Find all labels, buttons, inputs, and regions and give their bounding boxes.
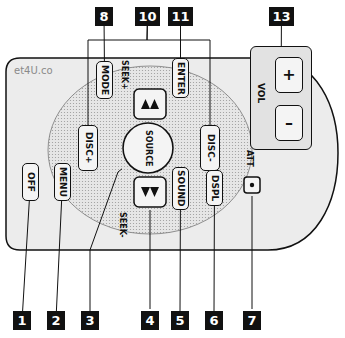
- leader-line: [56, 201, 61, 311]
- remote-body: [6, 58, 338, 250]
- callout-number: 5: [171, 311, 189, 330]
- dspl-button: DSPL: [206, 170, 223, 206]
- button-label: SOUND: [176, 170, 185, 206]
- button-label: MODE: [100, 65, 109, 95]
- button-label: MENU: [58, 167, 67, 197]
- volume-up-button: +: [275, 57, 303, 93]
- att-button: [244, 177, 260, 193]
- button-label: VOL: [256, 83, 265, 103]
- button-label: +: [282, 67, 295, 83]
- menu-button: MENU: [54, 163, 71, 201]
- button-label: DSPL: [210, 175, 219, 201]
- callout-number: 10: [135, 7, 160, 26]
- leader-line: [281, 26, 282, 46]
- callout-number: 2: [51, 314, 60, 327]
- button-label: OFF: [26, 172, 35, 192]
- leader-line: [252, 196, 253, 309]
- button-label: ENTER: [176, 62, 185, 95]
- callout-number: 10: [138, 10, 156, 23]
- callout-number: 13: [272, 10, 290, 23]
- callout-number: 11: [171, 10, 189, 23]
- button-label: DISC-: [206, 134, 215, 162]
- callout-number: 1: [17, 314, 26, 327]
- button-outline: [123, 123, 173, 173]
- callout-number: 3: [85, 314, 94, 327]
- seek-label: SEEK-: [118, 212, 126, 238]
- att-dot: [250, 183, 254, 187]
- callout-number: 8: [99, 10, 108, 23]
- seek-plus-icon: [141, 99, 159, 109]
- volume-panel: VOL + –: [250, 46, 312, 150]
- source-button: SOURCE: [122, 122, 174, 174]
- callout-number: 3: [81, 311, 99, 330]
- leader-line: [214, 206, 215, 311]
- callout-number: 6: [209, 314, 218, 327]
- button-label: DISC+: [84, 132, 93, 163]
- callout-number: 5: [175, 314, 184, 327]
- callout-number: 7: [243, 311, 261, 330]
- disc-minus-button: DISC-: [200, 125, 220, 171]
- disc-plus-button: DISC+: [78, 125, 98, 171]
- leader-line: [104, 26, 105, 61]
- callout-number: 6: [205, 311, 223, 330]
- callout-number: 4: [141, 311, 159, 330]
- volume-down-button: –: [275, 105, 303, 141]
- callout-number: 13: [269, 7, 294, 26]
- enter-button: ENTER: [172, 58, 189, 98]
- seek-minus-button: [134, 177, 166, 207]
- off-button: OFF: [22, 163, 39, 201]
- sound-button: SOUND: [172, 167, 189, 210]
- callout-number: 1: [13, 311, 31, 330]
- leader-line: [23, 201, 30, 311]
- att-label: ATT: [245, 150, 253, 167]
- leader-line: [180, 210, 181, 311]
- control-pad-area: [48, 66, 252, 234]
- seek-plus-button: [134, 89, 166, 119]
- callout-number: 11: [168, 7, 193, 26]
- watermark: et4U.co: [14, 66, 53, 76]
- button-label: –: [285, 115, 293, 131]
- leader-line: [88, 26, 147, 125]
- seek-label: SEEK+: [120, 60, 128, 90]
- callout-number: 8: [95, 7, 113, 26]
- button-label: SOURCE: [144, 130, 152, 167]
- leader-line: [150, 210, 151, 309]
- callout-number: 2: [47, 311, 65, 330]
- leader-line: [147, 26, 210, 125]
- leader-line: [180, 26, 181, 58]
- mode-button: MODE: [96, 61, 113, 99]
- callout-number: 7: [247, 314, 256, 327]
- callout-number: 4: [145, 314, 154, 327]
- leader-line: [90, 169, 122, 311]
- seek-minus-icon: [141, 187, 159, 197]
